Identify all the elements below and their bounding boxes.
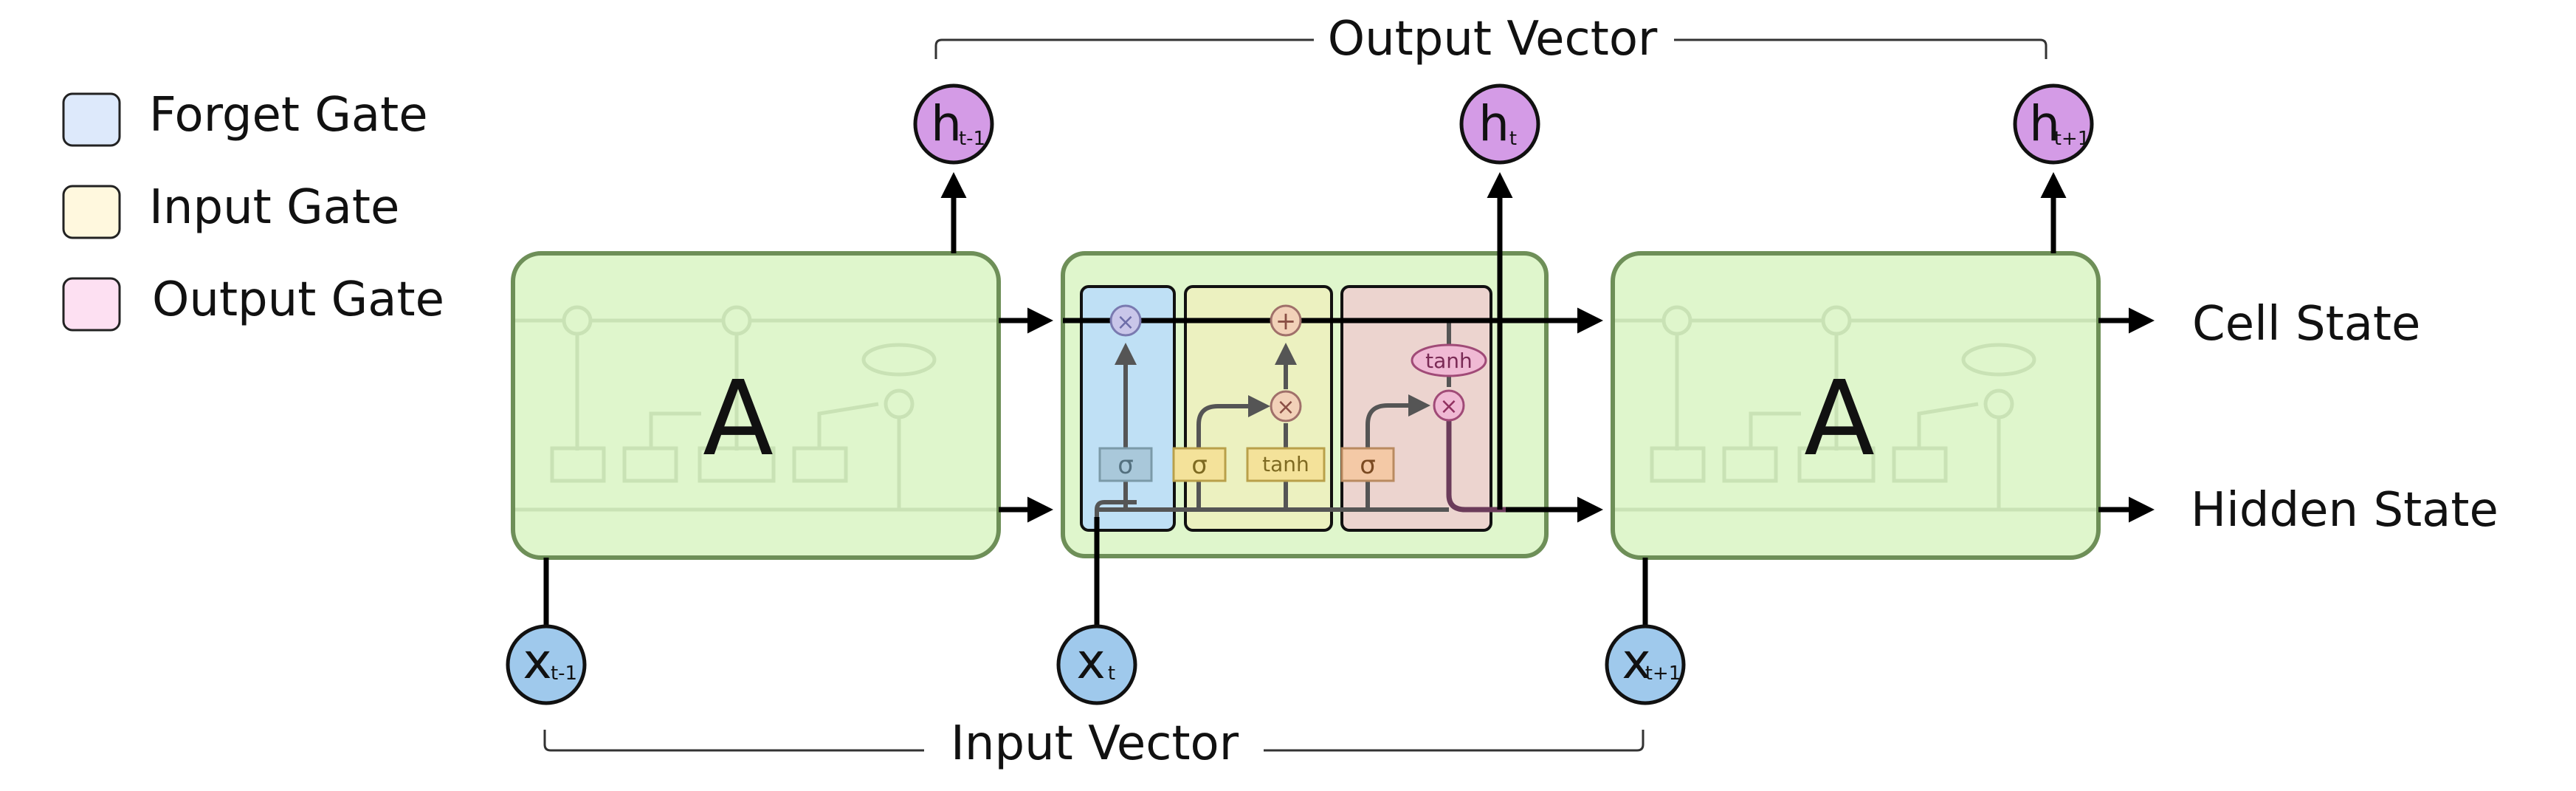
cell-label-a: A — [1804, 359, 1875, 479]
output-gate-swatch — [62, 277, 121, 332]
svg-text:x: x — [1622, 633, 1650, 690]
input-multiply-op: × — [1270, 390, 1302, 422]
hidden-output-path — [1097, 421, 1506, 513]
legend-item-output-gate: Output Gate — [62, 273, 444, 332]
input-vector-label-backing — [940, 716, 1250, 771]
h-node-t-plus-1: h t+1 — [2013, 83, 2094, 165]
x-node-t-minus-1: x t-1 — [506, 624, 587, 705]
faded-internals — [513, 305, 999, 512]
input-gate-swatch — [62, 185, 121, 239]
input-sigma-layer: σ — [1172, 447, 1227, 482]
legend-label: Forget Gate — [149, 88, 428, 143]
svg-text:tanh: tanh — [1262, 452, 1309, 476]
internal-wiring — [1095, 321, 1451, 517]
lstm-cell-right: A — [1611, 251, 2101, 560]
svg-text:t+1: t+1 — [2054, 128, 2090, 150]
svg-text:×: × — [1276, 394, 1295, 420]
hidden-state-label: Hidden State — [2191, 483, 2498, 538]
svg-text:σ: σ — [1117, 451, 1134, 480]
lstm-cell-left: A — [511, 251, 1001, 560]
svg-text:t: t — [1509, 128, 1517, 150]
svg-text:x: x — [523, 633, 551, 690]
input-tanh-layer: tanh — [1246, 447, 1326, 482]
output-vector-label-backing — [1317, 12, 1668, 66]
main-flow — [543, 172, 2155, 626]
svg-text:σ: σ — [1191, 451, 1208, 480]
svg-text:t: t — [1108, 662, 1115, 685]
svg-text:×: × — [1439, 394, 1458, 420]
cell-state-label: Cell State — [2192, 297, 2420, 352]
h-node-t-minus-1: h t-1 — [913, 83, 994, 165]
svg-text:h: h — [1478, 95, 1509, 152]
svg-text:σ: σ — [1360, 451, 1376, 480]
output-multiply-op: × — [1433, 389, 1465, 422]
legend-label: Input Gate — [149, 180, 399, 235]
cell-add-op: + — [1270, 304, 1302, 337]
legend-item-input-gate: Input Gate — [62, 180, 399, 239]
output-sigma-layer: σ — [1340, 447, 1395, 482]
input-vector-label: Input Vector — [951, 716, 1239, 771]
h-node-t: h t — [1459, 83, 1540, 165]
forget-multiply-op: × — [1109, 304, 1142, 337]
x-node-t-plus-1: x t+1 — [1605, 624, 1686, 705]
output-vector-bracket: Output Vector — [934, 12, 2048, 66]
input-vector-bracket: Input Vector — [543, 716, 1645, 771]
cell-label-a: A — [703, 359, 774, 479]
faded-internals — [1613, 305, 2098, 512]
svg-text:+: + — [1275, 307, 1297, 336]
svg-text:tanh: tanh — [1425, 349, 1473, 373]
svg-text:h: h — [2029, 95, 2060, 152]
legend: Forget Gate Input Gate Output Gate — [62, 88, 444, 332]
svg-text:x: x — [1076, 633, 1105, 690]
output-tanh-op: tanh — [1411, 343, 1487, 377]
svg-text:t-1: t-1 — [551, 662, 577, 685]
forget-sigma-layer: σ — [1098, 447, 1153, 482]
legend-item-forget-gate: Forget Gate — [62, 88, 428, 147]
lstm-cell-center: × + × × tanh σ σ tanh — [1061, 251, 1549, 558]
forget-gate-swatch — [62, 92, 121, 147]
svg-text:t+1: t+1 — [1645, 662, 1681, 685]
x-node-t: x t — [1056, 624, 1137, 705]
svg-text:×: × — [1116, 309, 1134, 335]
output-vector-label: Output Vector — [1328, 12, 1658, 66]
legend-label: Output Gate — [152, 273, 444, 327]
svg-text:h: h — [931, 95, 962, 152]
svg-text:t-1: t-1 — [959, 128, 985, 150]
